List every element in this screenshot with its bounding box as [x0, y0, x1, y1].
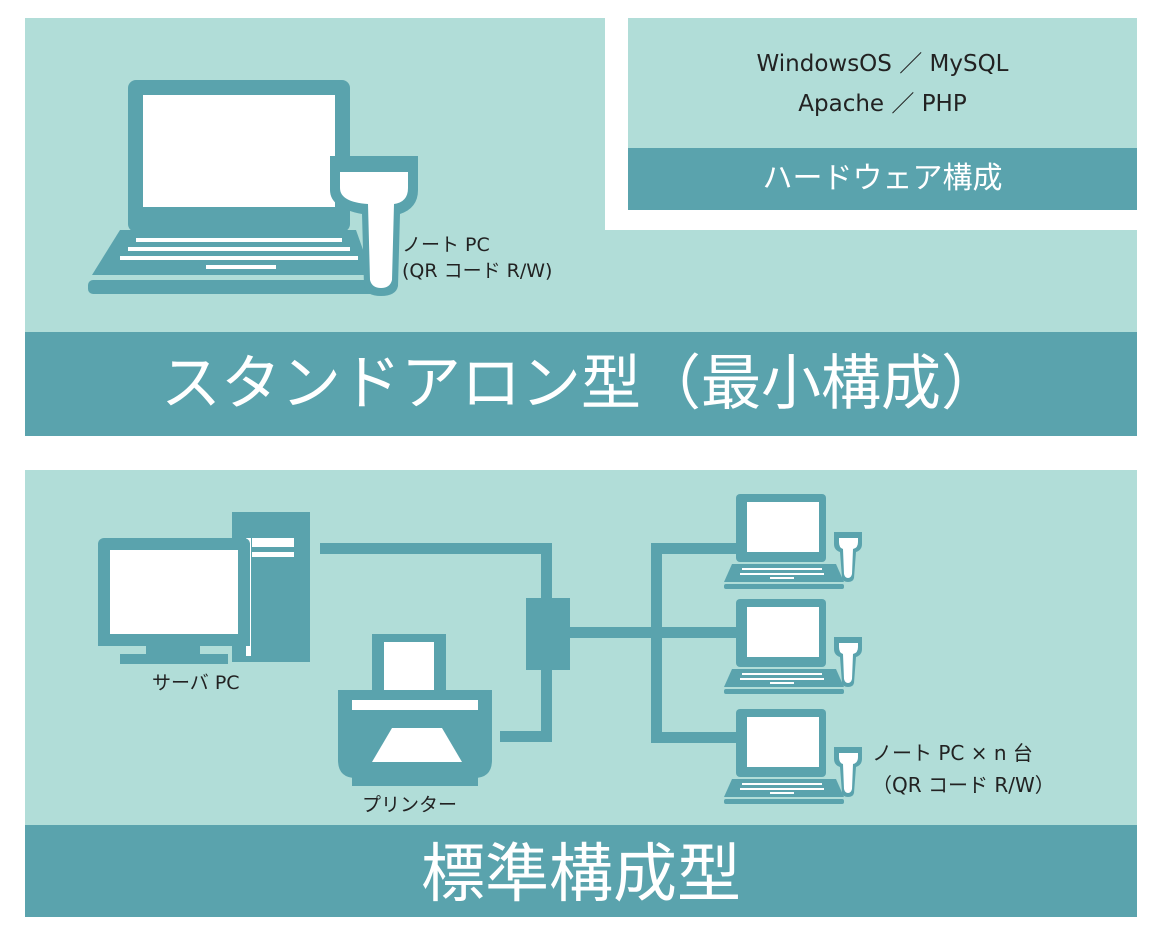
qr-reader-icon — [330, 156, 418, 296]
network-lines — [320, 543, 739, 743]
software-list: WindowsOS ／ MySQL Apache ／ PHP — [628, 18, 1137, 148]
laptop-icon — [88, 80, 380, 294]
clients-label: ノート PC × n 台 （QR コード R/W） — [872, 737, 1055, 801]
software-line-2: Apache ／ PHP — [798, 91, 967, 117]
hardware-heading: ハードウェア構成 — [628, 148, 1137, 210]
clients-label-line-1: ノート PC × n 台 — [872, 741, 1033, 765]
software-line-1: WindowsOS ／ MySQL — [756, 51, 1009, 77]
laptop-label-line-2: (QR コード R/W) — [402, 260, 553, 282]
network-hub-icon — [526, 598, 570, 670]
server-pc-icon — [98, 512, 310, 664]
server-pc-label: サーバ PC — [152, 672, 240, 694]
client-laptop-icon-2 — [724, 599, 862, 694]
standard-title: 標準構成型 — [25, 825, 1137, 917]
laptop-label-line-1: ノート PC — [402, 234, 490, 256]
client-laptop-icon-1 — [724, 494, 862, 589]
clients-label-line-2: （QR コード R/W） — [872, 773, 1055, 797]
laptop-label: ノート PC (QR コード R/W) — [402, 232, 552, 284]
standalone-title: スタンドアロン型（最小構成） — [25, 332, 1137, 436]
printer-icon — [338, 634, 492, 786]
client-laptop-icon-3 — [724, 709, 862, 804]
printer-label: プリンター — [362, 794, 458, 816]
